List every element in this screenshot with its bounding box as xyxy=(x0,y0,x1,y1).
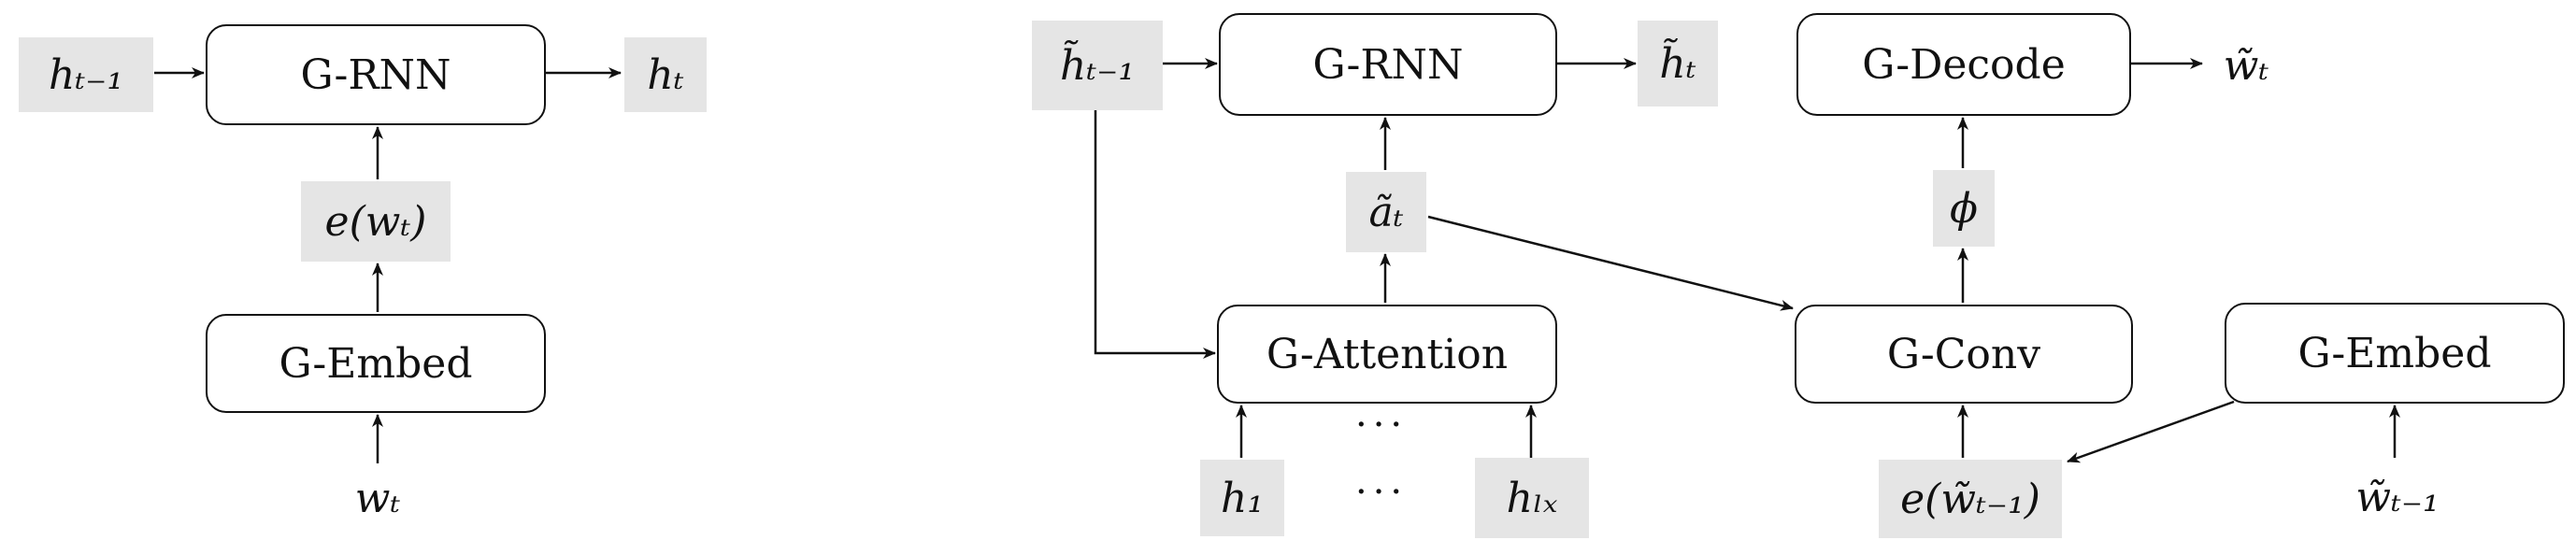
h-out-label: hₜ xyxy=(624,37,707,112)
g-decode-box: G-Decode xyxy=(1796,13,2131,116)
arrow-embed-to-embedding-prev xyxy=(2067,400,2235,463)
w-tilde-prev-label: w̃ₜ₋₁ xyxy=(2355,473,2440,521)
h-tilde-prev-label: h̃ₜ₋₁ xyxy=(1032,21,1163,110)
h1-label: h₁ xyxy=(1200,460,1284,536)
g-embed-box: G-Embed xyxy=(206,314,546,413)
attention-context-label: ãₜ xyxy=(1346,172,1426,252)
g-attention-box: G-Attention xyxy=(1217,305,1557,404)
embedding-prev-label: e(w̃ₜ₋₁) xyxy=(1879,460,2062,538)
w-input-label: wₜ xyxy=(354,474,401,522)
g-conv-box: G-Conv xyxy=(1795,305,2133,404)
phi-label: ϕ xyxy=(1933,170,1995,247)
h-prev-label: hₜ₋₁ xyxy=(19,37,153,112)
w-tilde-out-label: w̃ₜ xyxy=(2223,41,2269,90)
g-rnn-box-right: G-RNN xyxy=(1219,13,1557,116)
arrow-attnctx-to-conv xyxy=(1427,215,1794,311)
embedding-label: e(wₜ) xyxy=(301,181,451,262)
h-tilde-out-label: h̃ₜ xyxy=(1638,21,1718,107)
ellipsis-lower: ··· xyxy=(1355,471,1409,514)
ellipsis-upper: ··· xyxy=(1355,404,1409,447)
h-Lx-label: hₗₓ xyxy=(1475,458,1589,538)
g-embed-box-right: G-Embed xyxy=(2225,303,2565,404)
g-rnn-box: G-RNN xyxy=(206,24,546,125)
arrow-htilde-prev-to-attention xyxy=(1094,110,1216,359)
